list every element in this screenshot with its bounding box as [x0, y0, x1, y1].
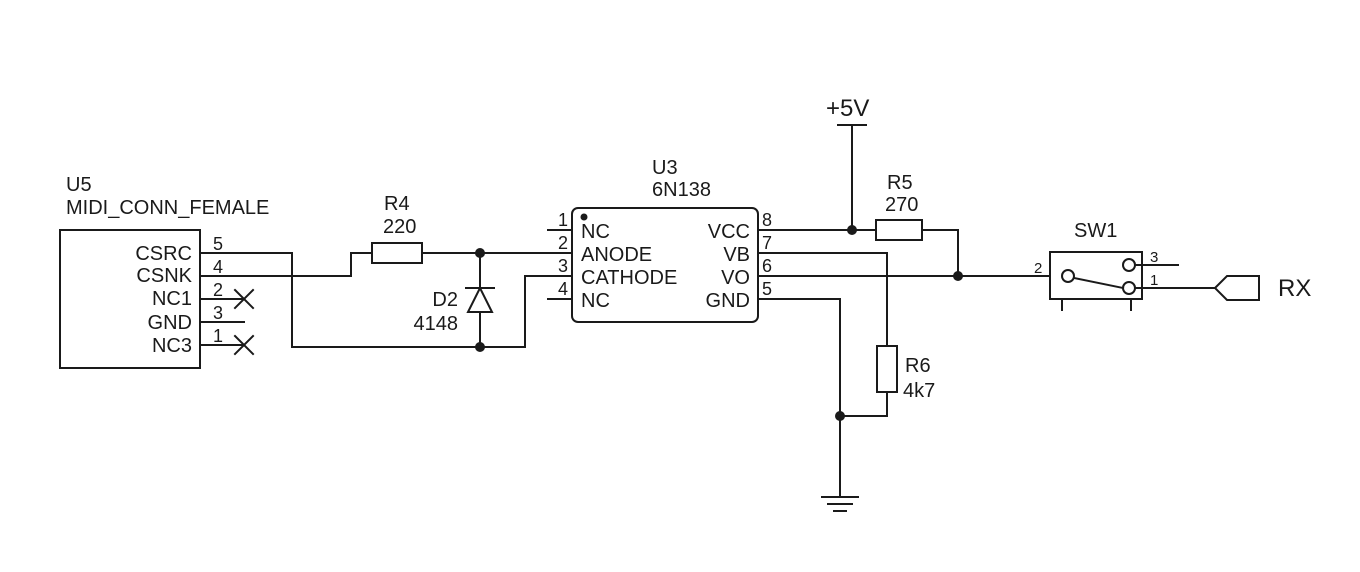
d2-ref: D2	[432, 289, 458, 311]
r6-value: 4k7	[903, 380, 935, 402]
u5-pin-num-1: 1	[213, 326, 223, 346]
u3-pin-name-anode: ANODE	[581, 244, 652, 266]
wires-input	[229, 248, 561, 352]
d2-diode: D2 4148	[414, 285, 495, 335]
no-connect-nc3-icon	[233, 334, 255, 356]
u3-pin-name-cathode: CATHODE	[581, 267, 677, 289]
u5-pin-name-gnd: GND	[148, 312, 192, 334]
u3-pin-num-2: 2	[558, 233, 568, 253]
u5-body	[59, 229, 201, 369]
rx-port-flag-icon	[1213, 275, 1260, 301]
u3-pin-name-vcc: VCC	[708, 221, 750, 243]
u5-pin-num-3: 3	[213, 303, 223, 323]
r5-body	[875, 219, 923, 241]
rx-port-label: RX	[1278, 275, 1311, 302]
d2-value: 4148	[414, 313, 459, 335]
r5-ref: R5	[887, 172, 913, 194]
sw1-pin-num-2: 2	[1034, 260, 1042, 277]
u5-pin-num-4: 4	[213, 257, 223, 277]
wire-csrc-cathode	[229, 252, 561, 348]
u5-connector: U5 MIDI_CONN_FEMALE CSRC CSNK NC1 GND NC…	[59, 174, 269, 369]
r6-ref: R6	[905, 355, 931, 377]
sw1-pin-num-3: 3	[1150, 249, 1158, 266]
wire-r6-gnd	[839, 391, 888, 417]
u3-optocoupler: U3 6N138 1 2 3 4 NC ANODE CATHODE NC 8 7…	[547, 157, 783, 323]
r4-resistor: R4 220	[371, 193, 423, 264]
u3-pin-num-6: 6	[762, 256, 772, 276]
u3-pin-num-7: 7	[762, 233, 772, 253]
wire-vb-r6	[781, 252, 888, 347]
u3-pin-num-8: 8	[762, 210, 772, 230]
sw1-pin-num-1: 1	[1150, 272, 1158, 289]
u3-pin-name-nc4: NC	[581, 290, 610, 312]
u3-ref: U3	[652, 157, 678, 179]
sw1-contact-3	[1122, 258, 1136, 272]
u3-body	[571, 207, 759, 323]
rx-port: RX	[1213, 275, 1311, 302]
u3-pin-name-vo: VO	[721, 267, 750, 289]
r4-ref: R4	[384, 193, 410, 215]
u3-value: 6N138	[652, 179, 711, 201]
ground-icon	[821, 496, 859, 512]
r6-body	[876, 345, 898, 393]
u5-pin-name-nc1: NC1	[152, 288, 192, 310]
u5-pin-num-2: 2	[213, 280, 223, 300]
u5-pin-name-csnk: CSNK	[136, 265, 192, 287]
u3-pin-name-vb: VB	[723, 244, 750, 266]
u5-ref: U5	[66, 174, 92, 196]
u5-pin-name-csrc: CSRC	[135, 243, 192, 265]
u3-pin-num-3: 3	[558, 256, 568, 276]
junction-vcc	[847, 225, 857, 235]
r5-value: 270	[885, 194, 918, 216]
power-5v-label: +5V	[826, 95, 869, 122]
u3-pin-name-nc1: NC	[581, 221, 610, 243]
sw1-lever	[1072, 276, 1125, 290]
u3-pin-num-4: 4	[558, 279, 568, 299]
wire-csnk-r4	[229, 252, 373, 277]
wire-gnd	[781, 298, 841, 498]
u3-pin-num-5: 5	[762, 279, 772, 299]
wire-r5-vo	[921, 229, 959, 277]
u3-pin1-marker	[580, 213, 588, 221]
sw1-switch: SW1 2 3 1	[1034, 220, 1216, 311]
r4-value: 220	[383, 216, 416, 238]
u5-pin-name-nc3: NC3	[152, 335, 192, 357]
junction-gnd	[835, 411, 845, 421]
u3-pin-name-gnd: GND	[706, 290, 750, 312]
d2-body	[466, 285, 494, 313]
u3-pin-num-1: 1	[558, 210, 568, 230]
r4-body	[371, 242, 423, 264]
junction-anode	[475, 248, 485, 258]
sw1-ref: SW1	[1074, 220, 1117, 242]
wires-output: +5V R5 270 R6 4k7	[781, 95, 1051, 512]
sw1-contact-1	[1122, 281, 1136, 295]
sw1-common-contact	[1061, 269, 1075, 283]
junction-vo	[953, 271, 963, 281]
u5-value: MIDI_CONN_FEMALE	[66, 197, 269, 219]
u5-pin-num-5: 5	[213, 234, 223, 254]
no-connect-nc1-icon	[233, 288, 255, 310]
junction-cathode	[475, 342, 485, 352]
